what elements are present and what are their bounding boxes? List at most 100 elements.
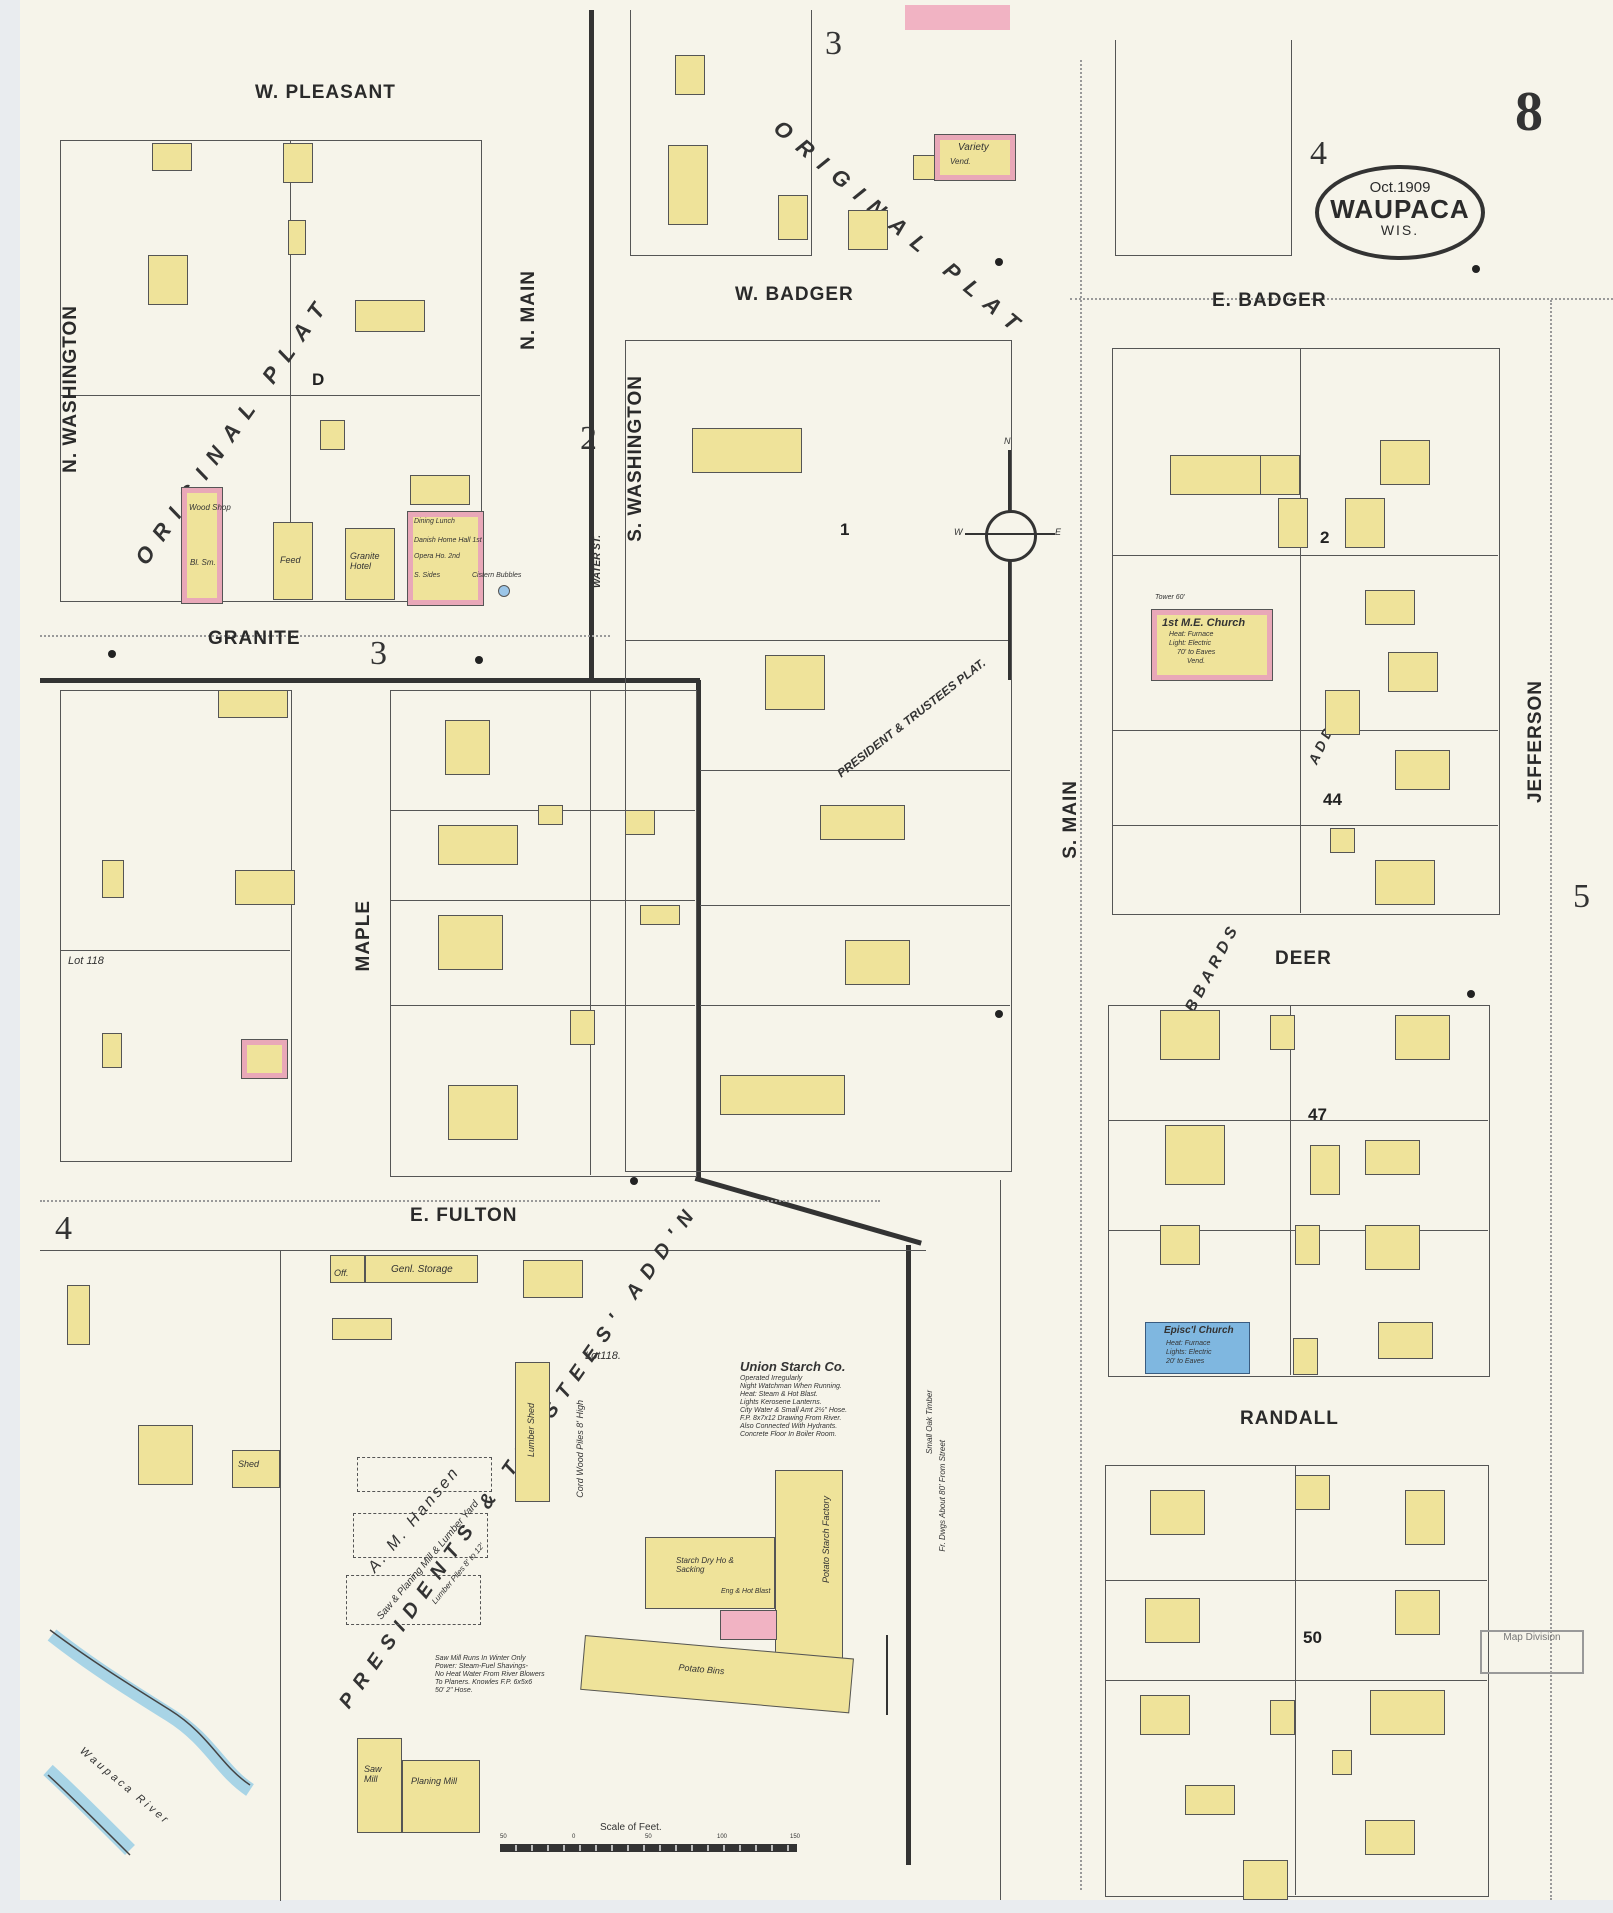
starch-dry-house: Starch Dry Ho & Sacking Eng & Hot Blast bbox=[645, 1537, 775, 1609]
cistern-icon bbox=[498, 585, 510, 597]
dwelling bbox=[1370, 1690, 1445, 1735]
block-4-frame bbox=[1115, 40, 1292, 256]
water-pipe-fulton bbox=[40, 1200, 880, 1202]
dwelling bbox=[1150, 1490, 1205, 1535]
saw-mill-note-line: Power: Steam-Fuel Shavings- bbox=[435, 1663, 528, 1670]
street-n-main: N. MAIN bbox=[518, 270, 539, 350]
lot-line bbox=[625, 640, 1010, 641]
dwelling bbox=[1270, 1015, 1295, 1050]
lot-line bbox=[60, 950, 290, 951]
lot-line bbox=[590, 690, 591, 1175]
district-line-horizontal bbox=[40, 678, 700, 683]
wood-shop-label: Wood Shop bbox=[189, 503, 231, 512]
street-n-washington: N. WASHINGTON bbox=[60, 305, 81, 473]
lumber-shed: Lumber Shed bbox=[515, 1362, 550, 1502]
building bbox=[675, 55, 705, 95]
genl-storage-label: Genl. Storage bbox=[391, 1264, 453, 1275]
dwelling bbox=[720, 1075, 845, 1115]
title-state: WIS. bbox=[1380, 222, 1420, 238]
granite-hotel-label: Granite Hotel bbox=[350, 551, 380, 572]
district-line-vertical-bottom bbox=[906, 1245, 911, 1865]
dwelling bbox=[1388, 652, 1438, 692]
dwelling bbox=[1145, 1598, 1200, 1643]
building bbox=[410, 475, 470, 505]
compass-w-label: W bbox=[954, 527, 963, 537]
street-water-st: WATER ST. bbox=[592, 535, 603, 588]
block-nw bbox=[60, 140, 482, 602]
eng-hot-blast-label: Eng & Hot Blast bbox=[721, 1588, 771, 1595]
street-deer: DEER bbox=[1275, 948, 1332, 969]
saw-mill-building: Saw Mill bbox=[357, 1738, 402, 1833]
episcopal-church: Episc'l Church Heat: Furnace Lights: Ele… bbox=[1145, 1322, 1250, 1374]
shed-building: Shed bbox=[232, 1450, 280, 1488]
scale-tick: 50 bbox=[500, 1834, 507, 1840]
lot-line bbox=[1112, 730, 1498, 731]
lot-line bbox=[1105, 1580, 1487, 1581]
block-sw-2 bbox=[390, 690, 697, 1177]
block-1 bbox=[625, 340, 1012, 1172]
water-pipe-s-main bbox=[1080, 60, 1082, 1890]
block-sw-1 bbox=[60, 690, 292, 1162]
dwelling bbox=[765, 655, 825, 710]
lot-line bbox=[1108, 1120, 1488, 1121]
block-industrial bbox=[280, 1250, 926, 1901]
union-starch-line: Concrete Floor In Boiler Room. bbox=[740, 1431, 837, 1439]
office-building: Off. bbox=[330, 1255, 365, 1283]
lot-line bbox=[390, 1005, 695, 1006]
scale-bar-graphic bbox=[500, 1844, 797, 1852]
scale-tick: 150 bbox=[790, 1834, 801, 1840]
off-label: Off. bbox=[334, 1268, 349, 1278]
building bbox=[625, 810, 655, 835]
block-s-main-frontage bbox=[1000, 1180, 1011, 1900]
lumber-pile-area bbox=[346, 1575, 481, 1625]
union-starch-line: Also Connected With Hydrants. bbox=[740, 1423, 838, 1431]
hydrant-icon bbox=[995, 1010, 1003, 1018]
dwelling bbox=[692, 428, 802, 473]
district-line-vertical-top bbox=[589, 10, 594, 680]
wood-shop-building: Wood Shop Bl. Sm. bbox=[181, 487, 231, 604]
storage-building bbox=[1295, 1475, 1330, 1510]
dwelling bbox=[320, 420, 345, 450]
dwelling bbox=[438, 825, 518, 865]
district-line-vertical-mid bbox=[696, 680, 701, 1180]
block-47 bbox=[1108, 1005, 1490, 1377]
danish-home-line: Dining Lunch bbox=[414, 518, 455, 525]
me-church-detail: Heat: Furnace bbox=[1169, 631, 1214, 638]
block-2 bbox=[1112, 348, 1500, 915]
genl-storage-building: Genl. Storage bbox=[365, 1255, 478, 1283]
lot-line bbox=[1112, 555, 1498, 556]
hydrant-icon bbox=[1467, 990, 1475, 998]
dwelling bbox=[235, 870, 295, 905]
street-maple: MAPLE bbox=[353, 900, 374, 972]
building bbox=[283, 143, 313, 183]
compass-e-label: E bbox=[1055, 527, 1062, 537]
compass-ew-bar bbox=[965, 533, 1055, 535]
bl-sm-label: Bl. Sm. bbox=[190, 558, 216, 567]
scale-tick: 100 bbox=[717, 1834, 728, 1840]
lot-line bbox=[1105, 1680, 1487, 1681]
potato-bins-label: Potato Bins bbox=[678, 1662, 725, 1677]
cistern-label: Cistern Bubbles bbox=[472, 572, 522, 579]
street-s-main: S. MAIN bbox=[1060, 780, 1081, 859]
block-label-1: 1 bbox=[840, 520, 850, 539]
feed-label: Feed bbox=[280, 555, 301, 566]
lot-line bbox=[1112, 825, 1498, 826]
dwelling bbox=[845, 940, 910, 985]
scale-bar: Scale of Feet. 50 0 50 100 150 bbox=[500, 1822, 810, 1852]
dwelling bbox=[1375, 860, 1435, 905]
water-pipe-e-badger bbox=[1070, 298, 1613, 300]
shed-label: Shed bbox=[238, 1459, 260, 1469]
dwelling bbox=[1405, 1490, 1445, 1545]
planing-mill-building: Planing Mill bbox=[402, 1760, 480, 1833]
building bbox=[1325, 690, 1360, 735]
scale-title: Scale of Feet. bbox=[600, 1822, 662, 1833]
adjacent-sheet-2: 2 bbox=[580, 420, 597, 457]
title-cartouche: Oct.1909 WAUPACA WIS. bbox=[1315, 165, 1485, 260]
saw-mill-note-line: Saw Mill Runs In Winter Only bbox=[435, 1655, 526, 1662]
me-church-tower: Tower 60' bbox=[1155, 594, 1185, 601]
episc-church-detail: Lights: Electric bbox=[1166, 1349, 1212, 1356]
episc-church-detail: 20' to Eaves bbox=[1166, 1358, 1205, 1365]
dwelling bbox=[538, 805, 563, 825]
dwelling bbox=[848, 210, 888, 250]
hydrant-icon bbox=[475, 656, 483, 664]
